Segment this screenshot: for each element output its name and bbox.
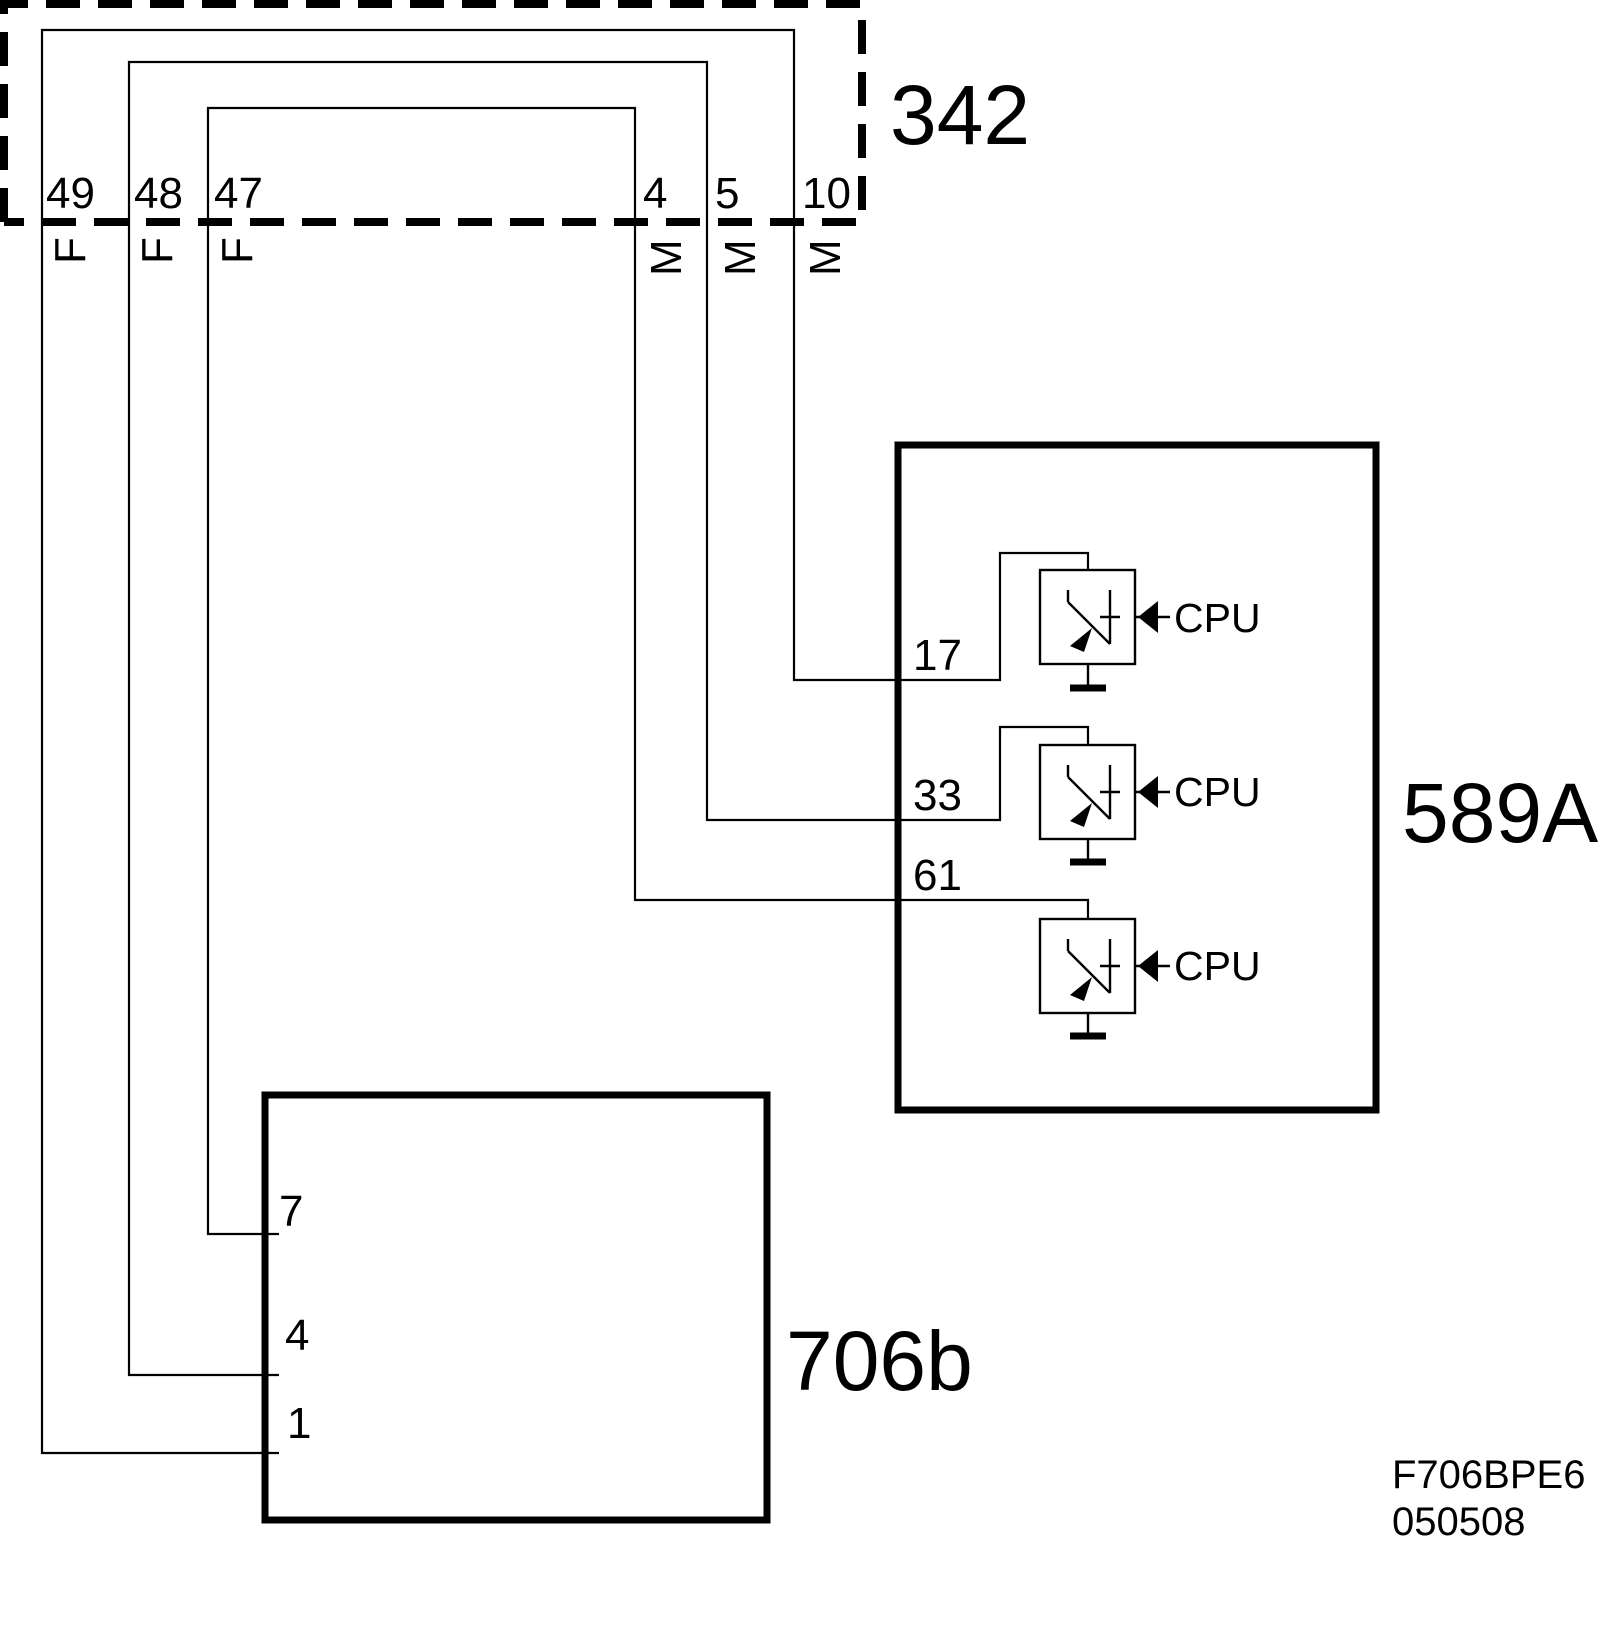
module-589a-pin: 61: [913, 851, 962, 900]
connector-pin-number: 10: [802, 169, 851, 218]
connector-pin-gender: M: [801, 239, 850, 276]
connector-pin-gender: M: [642, 239, 691, 276]
module-706b-box: [261, 1091, 771, 1524]
wire-49-to-1: [40, 28, 1090, 1455]
connector-pin-number: 4: [643, 169, 667, 218]
driver-block-3: [1038, 917, 1170, 1040]
connector-pin-number: 49: [46, 169, 95, 218]
module-706b-pin: 4: [285, 1311, 309, 1360]
connector-pin-number: 5: [715, 169, 739, 218]
connector-pin-gender: F: [213, 237, 262, 264]
driver-block-2: [1038, 743, 1170, 866]
connector-342-outline: [0, 0, 866, 226]
module-706b-label: 706b: [786, 1314, 973, 1408]
diagram-date: 050508: [1392, 1500, 1525, 1544]
driver-label-3: CPU: [1174, 943, 1261, 989]
driver-block-1: [1038, 568, 1170, 692]
module-589a-box: [894, 441, 1380, 1114]
module-706b-pin: 1: [287, 1399, 311, 1448]
connector-pin-gender: F: [46, 237, 95, 264]
module-589a-pin: 33: [913, 771, 962, 820]
connector-pin-gender: M: [716, 239, 765, 276]
connector-pin-number: 48: [134, 169, 183, 218]
connector-pin-number: 47: [214, 169, 263, 218]
wire-47-to-7: [206, 106, 1090, 1236]
connector-342-label: 342: [890, 68, 1030, 162]
wire-48-to-4: [127, 60, 1090, 1377]
module-589a-label: 589A: [1402, 766, 1598, 860]
connector-pin-gender: F: [133, 237, 182, 264]
module-589a-pin: 17: [913, 631, 962, 680]
diagram-code: F706BPE6: [1392, 1453, 1585, 1497]
module-706b-pin: 7: [279, 1187, 303, 1236]
driver-label-1: CPU: [1174, 595, 1261, 641]
driver-label-2: CPU: [1174, 769, 1261, 815]
